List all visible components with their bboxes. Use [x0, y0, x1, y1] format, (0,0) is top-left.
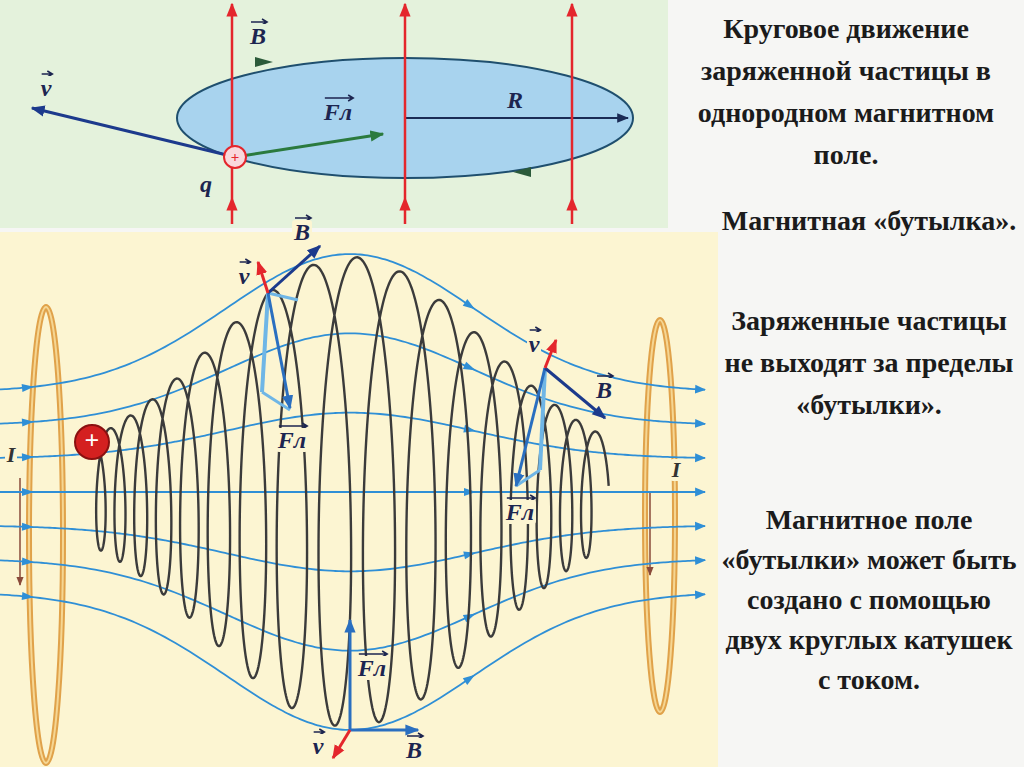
force-vector [516, 368, 545, 486]
caption-text: Магнитное поле «бутылки» может быть созд… [718, 500, 1020, 700]
radius-line [405, 117, 628, 119]
velocity-vector [32, 108, 235, 157]
component-line [268, 293, 298, 300]
field-lines [0, 254, 705, 730]
velocity-vector [545, 340, 556, 368]
field-arrow [463, 299, 477, 312]
velocity-vector [333, 730, 350, 758]
current-arrow [19, 478, 21, 585]
charge-label: q [198, 172, 214, 196]
vector-label: B [404, 738, 424, 762]
field-vector [268, 246, 320, 293]
caption-text: Круговое движение заряженной частицы в о… [672, 8, 1020, 176]
b-line [404, 4, 407, 198]
field-lines-b [232, 4, 572, 224]
field-arrow [22, 383, 35, 392]
force-vector [349, 620, 352, 730]
vector-overarrows [42, 19, 613, 739]
current-label: I [5, 444, 18, 466]
vector-label: v [237, 264, 252, 288]
top-panel [0, 0, 668, 228]
orbit-arrow [513, 167, 531, 177]
vector-label: Fл [322, 100, 354, 124]
coil [29, 307, 63, 763]
charged-particle [75, 425, 109, 459]
charge-sign: + [83, 428, 102, 454]
b-line [404, 198, 407, 224]
field-arrow [22, 453, 34, 461]
caption-text: Заряженные частицы не выходят за пределы… [718, 300, 1020, 426]
field-arrow [22, 557, 34, 566]
field-arrow [463, 610, 477, 622]
coils [20, 307, 675, 763]
vector-label: B [248, 24, 268, 48]
field-line [0, 594, 705, 730]
force-vectors [258, 246, 605, 758]
field-vector [350, 729, 418, 732]
charge-symbol [224, 146, 246, 168]
vector-label: v [39, 76, 54, 100]
field-arrow [463, 362, 477, 374]
current-label: I [670, 459, 683, 481]
vector-label: Fл [276, 428, 308, 452]
force-vector [268, 293, 290, 408]
field-arrow [22, 418, 34, 427]
b-line [231, 4, 234, 198]
vector-label: v [311, 734, 326, 758]
field-line [0, 254, 705, 390]
coil [29, 307, 63, 763]
b-line [571, 4, 574, 198]
vector-label: v [527, 332, 542, 356]
component-line [262, 392, 290, 410]
field-arrow [22, 488, 34, 496]
force-vector [235, 134, 383, 157]
vector-label: B [292, 220, 312, 244]
bottom-panel [0, 232, 718, 767]
field-arrow [463, 425, 476, 435]
circular-motion [32, 4, 633, 224]
vector-label: Fл [356, 656, 388, 680]
field-line [0, 560, 705, 650]
component-line [262, 293, 268, 392]
b-line [571, 198, 574, 224]
vector-label: B [594, 378, 614, 402]
field-arrow [22, 523, 34, 531]
radius-label: R [505, 88, 525, 112]
coil [645, 320, 675, 712]
orbit-arrow [255, 57, 273, 67]
velocity-vector [258, 262, 268, 293]
field-arrow [22, 592, 35, 601]
caption-text: Магнитная «бутылка». [718, 200, 1020, 242]
coil [645, 320, 675, 712]
vector-label: Fл [504, 500, 536, 524]
charge-sign: + [229, 150, 242, 165]
b-line [231, 198, 234, 224]
field-arrow [463, 672, 477, 685]
field-line [0, 333, 705, 423]
current-arrow [649, 492, 651, 575]
